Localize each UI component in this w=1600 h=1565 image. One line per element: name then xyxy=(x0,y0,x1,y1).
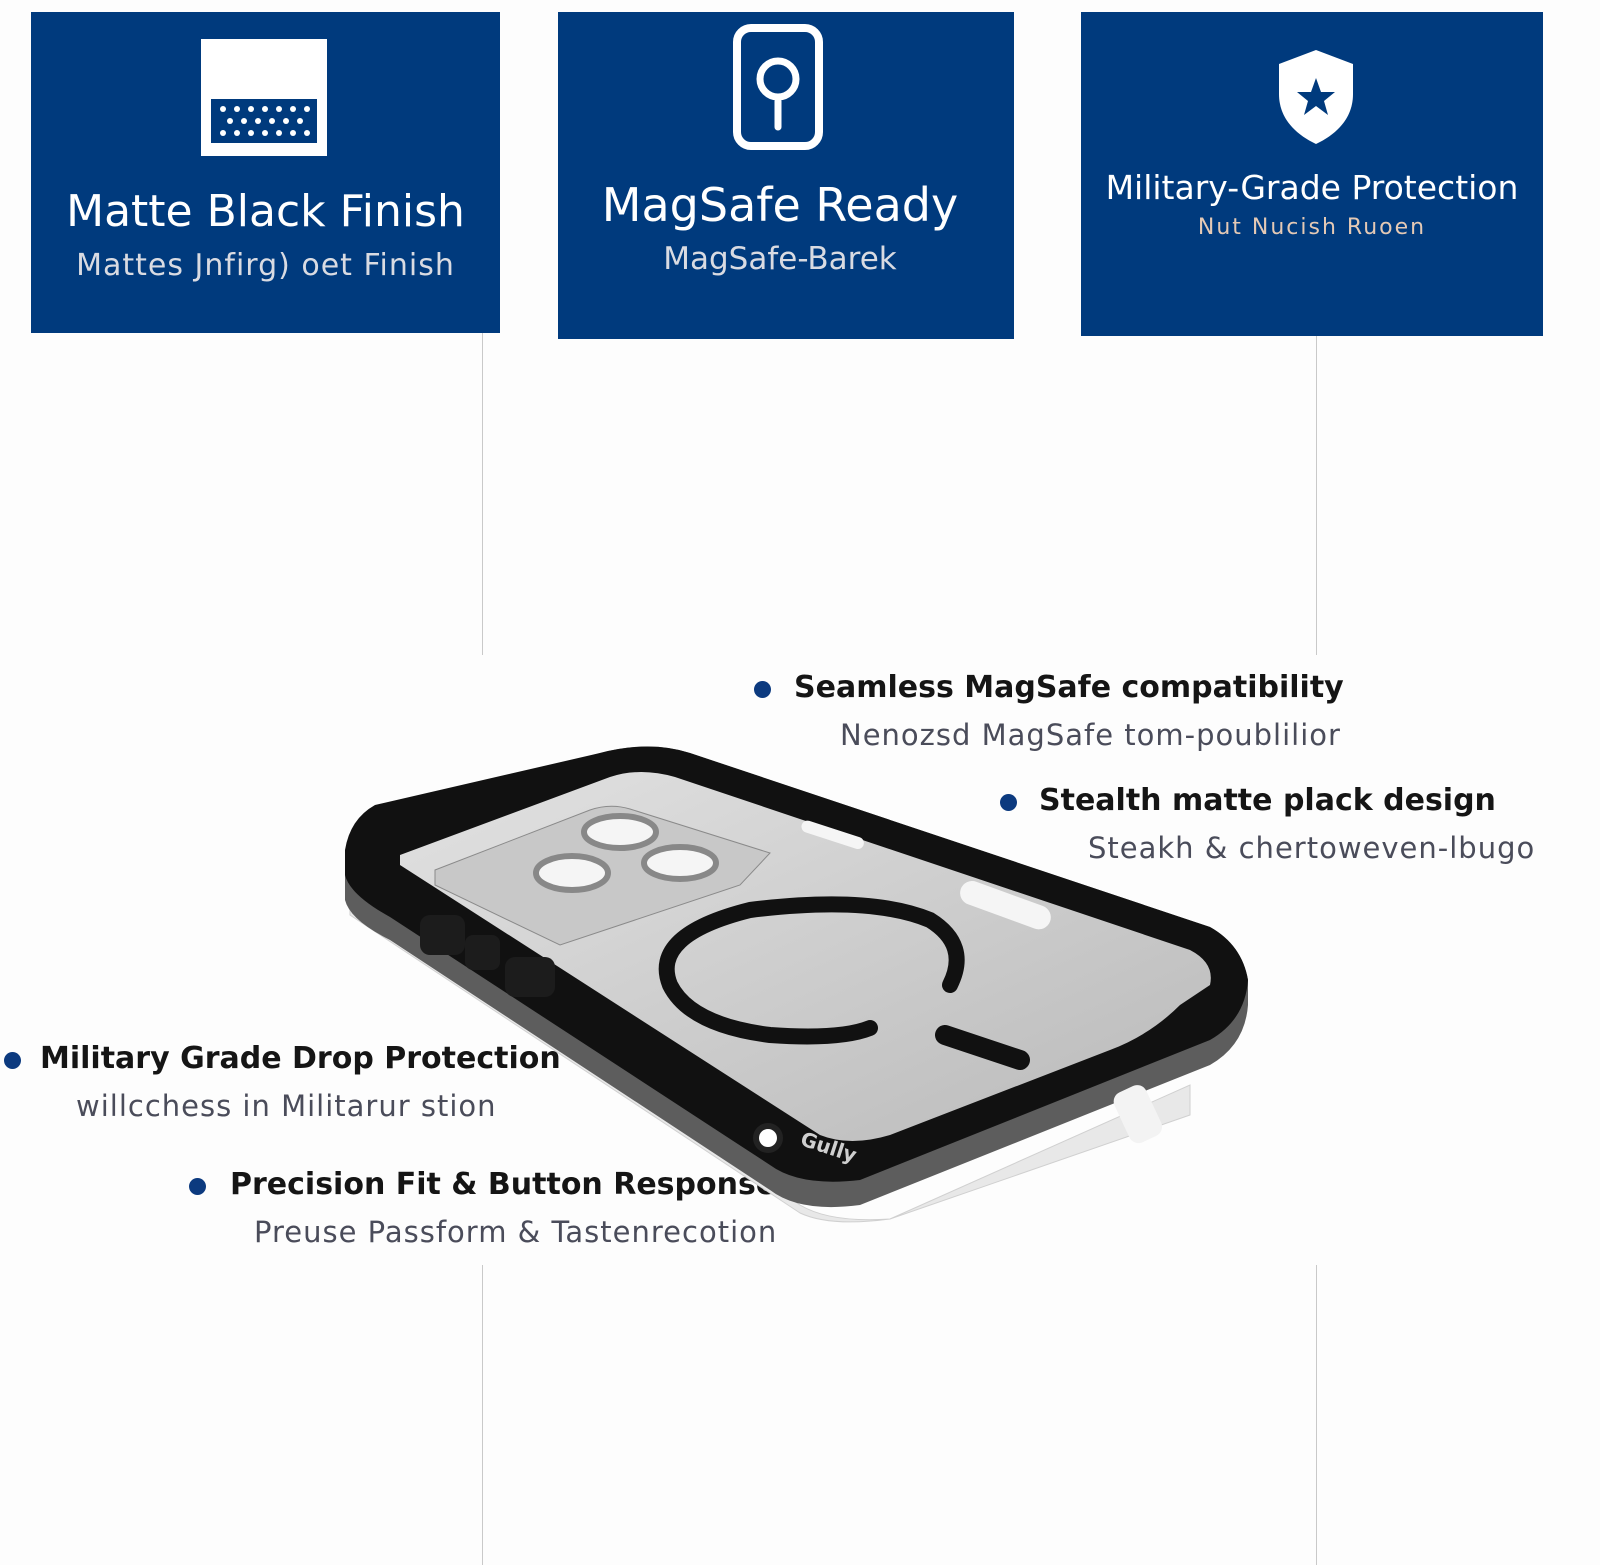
feature-card-matte-finish: Matte Black Finish Mattes Jnfirg) oet Fi… xyxy=(31,12,500,333)
bullet-icon xyxy=(189,1178,206,1195)
card-title: Matte Black Finish xyxy=(66,186,465,237)
feature-card-magsafe: MagSafe Ready MagSafe-Barek xyxy=(558,12,1014,339)
phone-case-image: Gully xyxy=(330,735,1260,1235)
bullet-icon xyxy=(754,681,771,698)
magsafe-phone-icon xyxy=(732,23,824,151)
card-subtitle: Mattes Jnfirg) oet Finish xyxy=(76,248,455,283)
feature-subtitle: Preuse Passform & Tastenrecotion xyxy=(254,1215,778,1249)
card-subtitle: Nut Nucish Ruoen xyxy=(1197,215,1427,240)
connector-line-left-bottom xyxy=(482,1265,483,1565)
feature-card-military-grade: Military-Grade Protection Nut Nucish Ruo… xyxy=(1081,12,1543,336)
bullet-icon xyxy=(1000,794,1017,811)
feature-title: Military Grade Drop Protection xyxy=(40,1041,561,1076)
feature-subtitle: willcchess in Militarur stion xyxy=(76,1089,497,1123)
connector-line-right-top xyxy=(1316,336,1317,655)
feature-subtitle: Nenozsd MagSafe tom-poublilior xyxy=(840,718,1341,752)
bullet-icon xyxy=(4,1052,21,1069)
card-title: Military-Grade Protection xyxy=(1105,168,1519,207)
feature-title: Stealth matte plack design xyxy=(1039,783,1496,818)
feature-subtitle: Steakh & chertoweven-lbugo xyxy=(1088,831,1536,865)
feature-item-stealth: Stealth matte plack design Steakh & cher… xyxy=(1000,783,1598,873)
matte-texture-icon xyxy=(201,39,327,156)
feature-title: Seamless MagSafe compatibility xyxy=(794,670,1344,705)
shield-star-icon xyxy=(1277,48,1355,146)
card-title: MagSafe Ready xyxy=(601,178,959,232)
feature-item-drop-protection: Military Grade Drop Protection willcches… xyxy=(4,1041,564,1131)
feature-title: Precision Fit & Button Response xyxy=(230,1167,777,1202)
connector-line-left-top xyxy=(482,333,483,655)
connector-line-right-bottom xyxy=(1316,1265,1317,1565)
feature-item-magsafe: Seamless MagSafe compatibility Nenozsd M… xyxy=(754,670,1394,760)
card-subtitle: MagSafe-Barek xyxy=(663,241,897,277)
feature-item-precision-fit: Precision Fit & Button Response Preuse P… xyxy=(189,1167,829,1257)
